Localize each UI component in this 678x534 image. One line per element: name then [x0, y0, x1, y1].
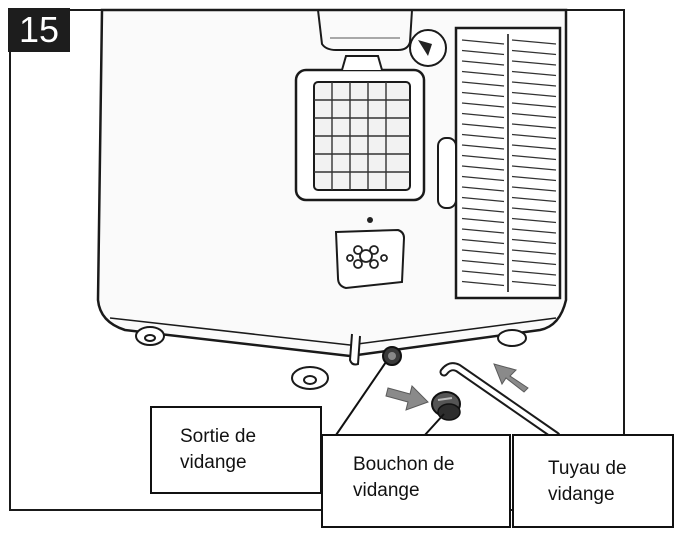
grille-slat	[461, 196, 505, 203]
grille-slat	[461, 238, 505, 245]
filter-grid	[314, 82, 410, 190]
leader-drain-outlet	[333, 361, 387, 439]
grille-slat	[511, 280, 557, 287]
grille-slat	[461, 123, 505, 129]
grille-slat	[511, 207, 557, 213]
arrow-hose-direction	[493, 363, 529, 393]
grille-slat	[511, 196, 557, 203]
grille-slat	[461, 154, 505, 161]
grille-slat	[461, 133, 505, 140]
callout-drain-plug-line1: Bouchon de	[353, 454, 455, 475]
drain-plug	[431, 391, 461, 421]
logo-badge	[334, 228, 406, 290]
callout-drain-outlet-line2: vidange	[180, 452, 247, 473]
grille-slat	[511, 60, 557, 66]
leader-drain-plug	[423, 413, 445, 437]
grille-slat	[461, 70, 505, 77]
grille-slat	[461, 91, 505, 98]
grille-slat	[511, 249, 557, 255]
grille-slat	[461, 228, 505, 234]
grille-slat	[511, 228, 557, 234]
grille-slat	[511, 217, 557, 224]
callout-drain-plug-line2: vidange	[353, 480, 420, 501]
caster-wheels	[135, 326, 527, 390]
grille-slat	[511, 259, 557, 266]
grille-slat	[511, 102, 557, 108]
grille-slat	[511, 81, 557, 87]
callout-drain-hose-line2: vidange	[548, 484, 615, 505]
grille-slat	[511, 39, 557, 45]
grille-slat	[461, 186, 505, 192]
grille-slat	[461, 81, 505, 87]
grille-slat	[511, 175, 557, 182]
grille-slat	[511, 49, 557, 56]
callout-drain-hose: Tuyau de vidange	[512, 434, 674, 528]
grille-slat	[511, 91, 557, 98]
grille-slat	[511, 238, 557, 245]
grille-slats	[461, 39, 557, 287]
grille-slat	[461, 49, 505, 56]
drain-hook	[348, 333, 361, 366]
callout-drain-outlet: Sortie de vidange	[150, 406, 322, 494]
grille-slat	[511, 154, 557, 161]
grille-slat	[461, 165, 505, 171]
grille-slat	[461, 280, 505, 287]
callout-drain-outlet-line1: Sortie de	[180, 426, 257, 447]
unit-base-line	[109, 317, 557, 346]
grille-slat	[461, 259, 505, 266]
grille-slat	[461, 217, 505, 224]
grille-slat	[511, 270, 557, 276]
callout-drain-hose-line1: Tuyau de	[548, 458, 627, 479]
grille-slat	[461, 60, 505, 66]
filter-tab	[341, 55, 383, 71]
grille-slat	[511, 186, 557, 192]
grille-slat	[461, 102, 505, 108]
top-panel	[317, 9, 413, 51]
callout-drain-plug: Bouchon de vidange	[321, 434, 511, 528]
step-number-badge: 15	[8, 8, 70, 52]
grille-slat	[461, 270, 505, 276]
grille-slat	[511, 133, 557, 140]
grille-slat	[461, 112, 505, 119]
grille-slat	[461, 39, 505, 45]
grille-slat	[511, 70, 557, 77]
grille-slat	[461, 144, 505, 150]
grille-slat	[511, 144, 557, 150]
logo-flower-icon	[346, 245, 388, 269]
grille-slat	[511, 112, 557, 119]
grille-slat	[511, 165, 557, 171]
grille-slat	[461, 175, 505, 182]
side-latch	[437, 137, 457, 209]
grille-slat	[461, 249, 505, 255]
grille-slat	[511, 123, 557, 129]
grille-slat	[461, 207, 505, 213]
arrow-plug-direction	[385, 385, 429, 411]
